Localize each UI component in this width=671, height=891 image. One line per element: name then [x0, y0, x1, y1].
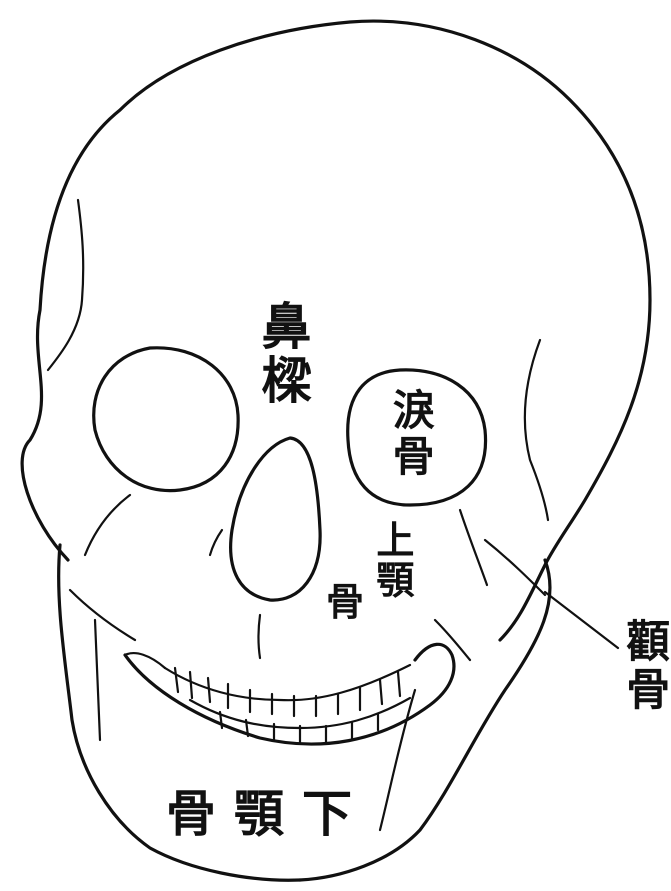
nasal-side-line-right — [257, 613, 262, 660]
right-jaw-line-1 — [433, 618, 472, 662]
mandible-label: 骨顎下 — [166, 784, 370, 843]
left-jaw-line-1 — [68, 588, 137, 642]
left-temporal-line — [46, 198, 85, 372]
right-jaw-outline — [298, 558, 552, 882]
zygomatic-leader-line — [543, 590, 620, 650]
lacrimal-bone-label: 淚骨 — [386, 388, 436, 480]
zygomatic-line-2 — [483, 538, 547, 597]
upper-teeth — [163, 663, 412, 718]
maxilla-label-top: 上顎 — [369, 520, 415, 600]
zygomatic-line-1 — [458, 508, 489, 587]
upper-gum-line — [123, 651, 167, 670]
right-orbit — [346, 368, 488, 507]
right-jaw-line-2 — [378, 688, 417, 832]
nasal-side-line-left — [208, 528, 224, 557]
left-cheekbone-line — [83, 493, 132, 557]
zygomatic-bone-label: 顴骨 — [618, 618, 670, 714]
right-cheek-line — [523, 338, 550, 522]
cranium-outline — [20, 19, 652, 642]
nasal-bone-label: 鼻樑 — [253, 300, 313, 408]
lower-teeth — [188, 696, 412, 744]
left-face-outline — [57, 543, 302, 882]
nasal-cavity — [229, 436, 322, 602]
maxilla-label-bottom: 骨 — [326, 579, 365, 624]
mouth-outline — [123, 642, 456, 746]
left-orbit — [92, 346, 240, 493]
left-jaw-line-2 — [93, 618, 102, 742]
